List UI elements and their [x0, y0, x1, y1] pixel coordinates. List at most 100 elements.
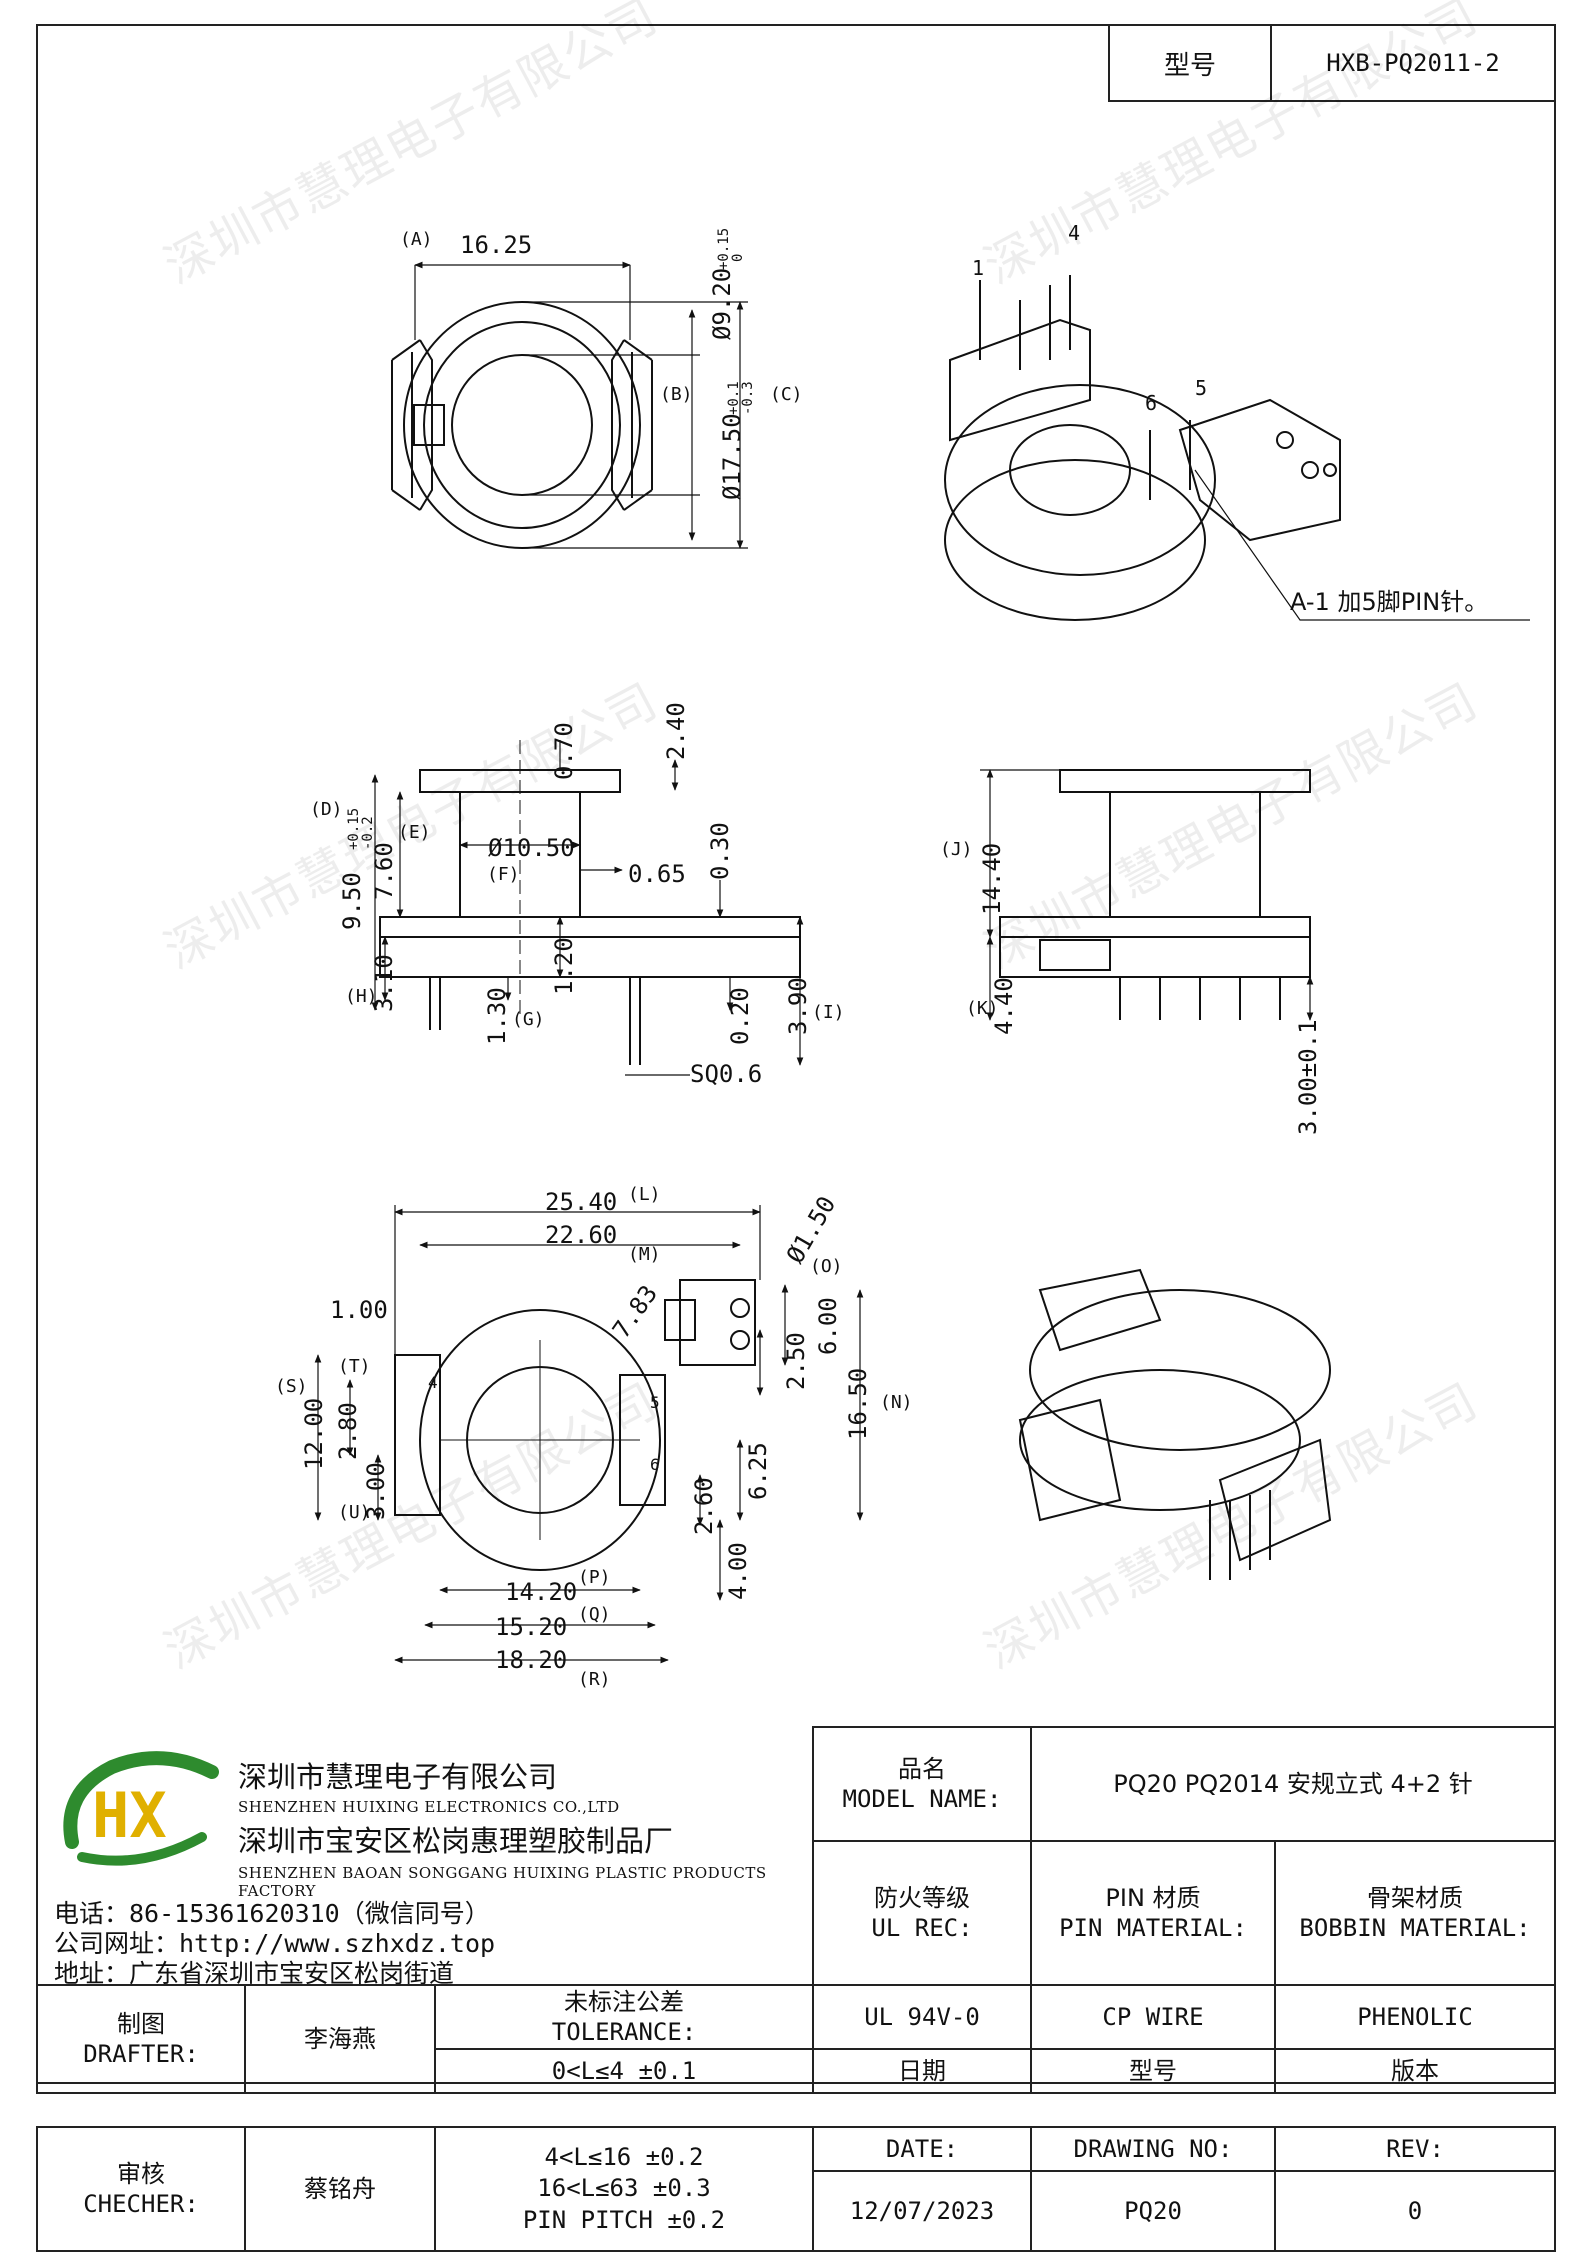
fire-rating-label: 防火等级 UL REC: [812, 1840, 1032, 1986]
label-c: (C) [770, 384, 803, 405]
model-number-box: 型号 HXB-PQ2011-2 [1108, 24, 1556, 102]
dim-2-40: 2.40 [662, 702, 690, 760]
model-value: HXB-PQ2011-2 [1326, 49, 1500, 77]
dim-17-50-tol-low: -0.3 [740, 381, 756, 415]
dim-3-10: 3.10 [370, 954, 398, 1012]
label-m: (M) [628, 1244, 661, 1265]
dim-17-50-tol-up: +0.1 [726, 381, 742, 415]
dim-9-50-tol-low: -0.2 [360, 816, 376, 850]
label-l: (L) [628, 1184, 661, 1205]
pin-material-value: CP WIRE [1030, 1984, 1276, 2050]
dim-14-40: 14.40 [978, 843, 1006, 915]
dim-15-20: 15.20 [495, 1613, 567, 1641]
label-i: (I) [812, 1002, 845, 1023]
dim-4-00: 4.00 [724, 1542, 752, 1600]
iso-view-top [944, 275, 1530, 621]
iso-note: A-1 加5脚PIN针。 [1290, 588, 1488, 616]
bottom-view [314, 1205, 864, 1664]
label-o: (O) [810, 1256, 843, 1277]
dim-17-50: Ø17.50 [718, 413, 746, 500]
label-e: (E) [398, 822, 431, 843]
dim-25-40: 25.40 [545, 1188, 617, 1216]
tolerance-range-1: 0<L≤4 ±0.1 [434, 2048, 814, 2094]
dim-7-83: 7.83 [607, 1280, 663, 1343]
dim-6-25: 6.25 [744, 1442, 772, 1500]
bobbin-material-value: PHENOLIC [1274, 1984, 1556, 2050]
tolerance-ranges: 4<L≤16 ±0.2 16<L≤63 ±0.3 PIN PITCH ±0.2 [434, 2126, 814, 2252]
dim-9-50-tol-up: +0.15 [346, 808, 362, 850]
label-j: (J) [940, 839, 973, 860]
label-p: (P) [578, 1567, 611, 1588]
dim-22-60: 22.60 [545, 1221, 617, 1249]
checker-name: 蔡铭舟 [244, 2126, 436, 2252]
dim-4-40: 4.40 [990, 977, 1018, 1035]
dim-3-00-bottom: 3.00 [362, 1462, 390, 1520]
date-value: 12/07/2023 [812, 2170, 1032, 2252]
date-label-cn: 日期 [812, 2048, 1032, 2094]
dim-6-00: 6.00 [814, 1297, 842, 1355]
product-label: 品名 MODEL NAME: [812, 1726, 1032, 1842]
company-info: HX 深圳市慧理电子有限公司 SHENZHEN HUIXING ELECTRON… [38, 1726, 812, 1988]
dim-9-20-tol-low: 0 [730, 254, 746, 262]
dim-10-50: Ø10.50 [488, 834, 575, 862]
company-name-en: SHENZHEN HUIXING ELECTRONICS CO.,LTD [238, 1798, 620, 1816]
dim-9-20: Ø9.20 [708, 268, 736, 340]
logo-letters: HX [92, 1779, 167, 1852]
company-logo: HX [63, 1751, 219, 1866]
factory-name-cn: 深圳市宝安区松岗惠理塑胶制品厂 [238, 1824, 674, 1858]
label-d: (D) [310, 799, 343, 820]
side-view [371, 740, 804, 1076]
dim-0-65: 0.65 [628, 860, 686, 888]
label-r: (R) [578, 1669, 611, 1690]
fire-rating-value: UL 94V-0 [812, 1984, 1032, 2050]
dim-18-20: 18.20 [495, 1646, 567, 1674]
label-h: (H) [345, 986, 378, 1007]
dim-3-90: 3.90 [784, 977, 812, 1035]
pin-5-label: 5 [650, 1393, 660, 1412]
label-b: (B) [660, 384, 693, 405]
dim-0-30: 0.30 [706, 822, 734, 880]
model-label-cn: 型号 [1030, 2048, 1276, 2094]
product-name: PQ20 PQ2014 安规立式 4+2 针 [1030, 1726, 1556, 1842]
model-label: 型号 [1110, 26, 1272, 100]
dim-2-80: 2.80 [334, 1402, 362, 1460]
dim-16-50: 16.50 [844, 1368, 872, 1440]
dim-2-50: 2.50 [782, 1332, 810, 1390]
dim-0-20: 0.20 [726, 987, 754, 1045]
drawing-frame [36, 24, 1556, 2084]
factory-name-en: SHENZHEN BAOAN SONGGANG HUIXING PLASTIC … [238, 1864, 767, 1900]
bobbin-material-label: 骨架材质 BOBBIN MATERIAL: [1274, 1840, 1556, 1986]
dim-9-50: 9.50 [338, 872, 366, 930]
pin-4-label: 4 [428, 1373, 438, 1392]
label-n: (N) [880, 1392, 913, 1413]
company-phone: 电话：86-15361620310（微信同号） [54, 1899, 490, 1928]
dim-2-60: 2.60 [690, 1477, 718, 1535]
company-website: 公司网址：http://www.szhxdz.top [54, 1929, 496, 1958]
front-view [980, 769, 1314, 1021]
label-t: (T) [338, 1356, 371, 1377]
dim-14-20: 14.20 [505, 1578, 577, 1606]
pin-6-label: 6 [650, 1455, 660, 1474]
label-q: (Q) [578, 1604, 611, 1625]
dim-sq-0-6: SQ0.6 [690, 1060, 762, 1088]
dim-7-60: 7.60 [370, 842, 398, 900]
dim-1-30: 1.30 [483, 987, 511, 1045]
pin-4-label: 4 [1068, 221, 1080, 245]
dim-1-20: 1.20 [550, 937, 578, 995]
label-s: (S) [275, 1376, 308, 1397]
date-label-en: DATE: [812, 2126, 1032, 2172]
checker-label: 审核 CHECHER: [36, 2126, 246, 2252]
tolerance-label: 未标注公差 TOLERANCE: [434, 1984, 814, 2050]
iso-view-bottom [1018, 1268, 1332, 1580]
label-k: (K) [966, 998, 999, 1019]
dim-1-00: 1.00 [330, 1296, 388, 1324]
company-address: 地址：广东省深圳市宝安区松岗街道 [54, 1959, 455, 1988]
drafter-name: 李海燕 [244, 1984, 436, 2094]
technical-drawing: 16.25 (A) (B) (C) Ø9.20 +0.15 0 Ø17.50 +… [275, 221, 1530, 1690]
label-g: (G) [512, 1009, 545, 1030]
dim-16-25: 16.25 [460, 231, 532, 259]
label-f: (F) [487, 864, 520, 885]
pin-1-label: 1 [972, 256, 984, 280]
dim-0-70: 0.70 [550, 722, 578, 780]
drafter-label: 制图 DRAFTER: [36, 1984, 246, 2094]
